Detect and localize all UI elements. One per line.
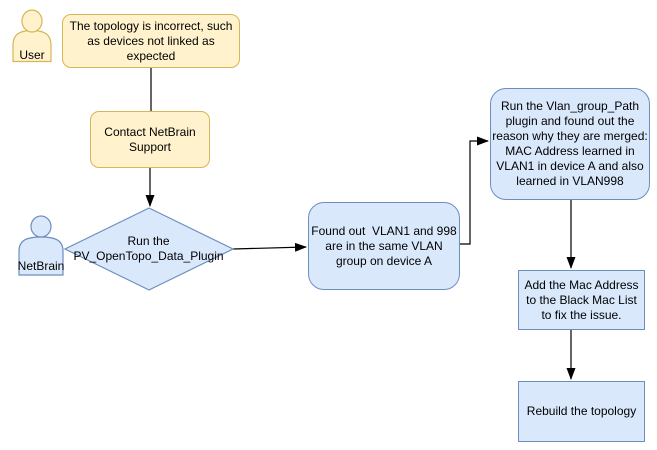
arrow-found-to-vlan-group: [460, 136, 489, 245]
netbrain-person-icon: [18, 215, 64, 276]
user-actor-label: User: [19, 48, 45, 62]
netbrain-actor-label: NetBrain: [17, 259, 65, 273]
node-contact-netbrain-support: Contact NetBrain Support: [90, 111, 210, 168]
arrow-decision-to-found: [232, 242, 307, 252]
decision-run-plugin-label: Run the PV_OpenTopo_Data_Plugin: [73, 234, 224, 263]
node-found-vlan-merged: Found out VLAN1 and 998 are in the same …: [308, 202, 460, 290]
decision-diamond-shape: [63, 207, 235, 291]
node-run-vlan-group-path-plugin: Run the Vlan_group_Path plugin and found…: [490, 88, 650, 200]
node-topology-incorrect: The topology is incorrect, such as devic…: [62, 14, 240, 68]
node-rebuild-topology: Rebuild the topology: [518, 381, 645, 442]
user-person-icon: [12, 9, 52, 63]
node-add-mac-to-black-list: Add the Mac Address to the Black Mac Lis…: [518, 270, 645, 330]
